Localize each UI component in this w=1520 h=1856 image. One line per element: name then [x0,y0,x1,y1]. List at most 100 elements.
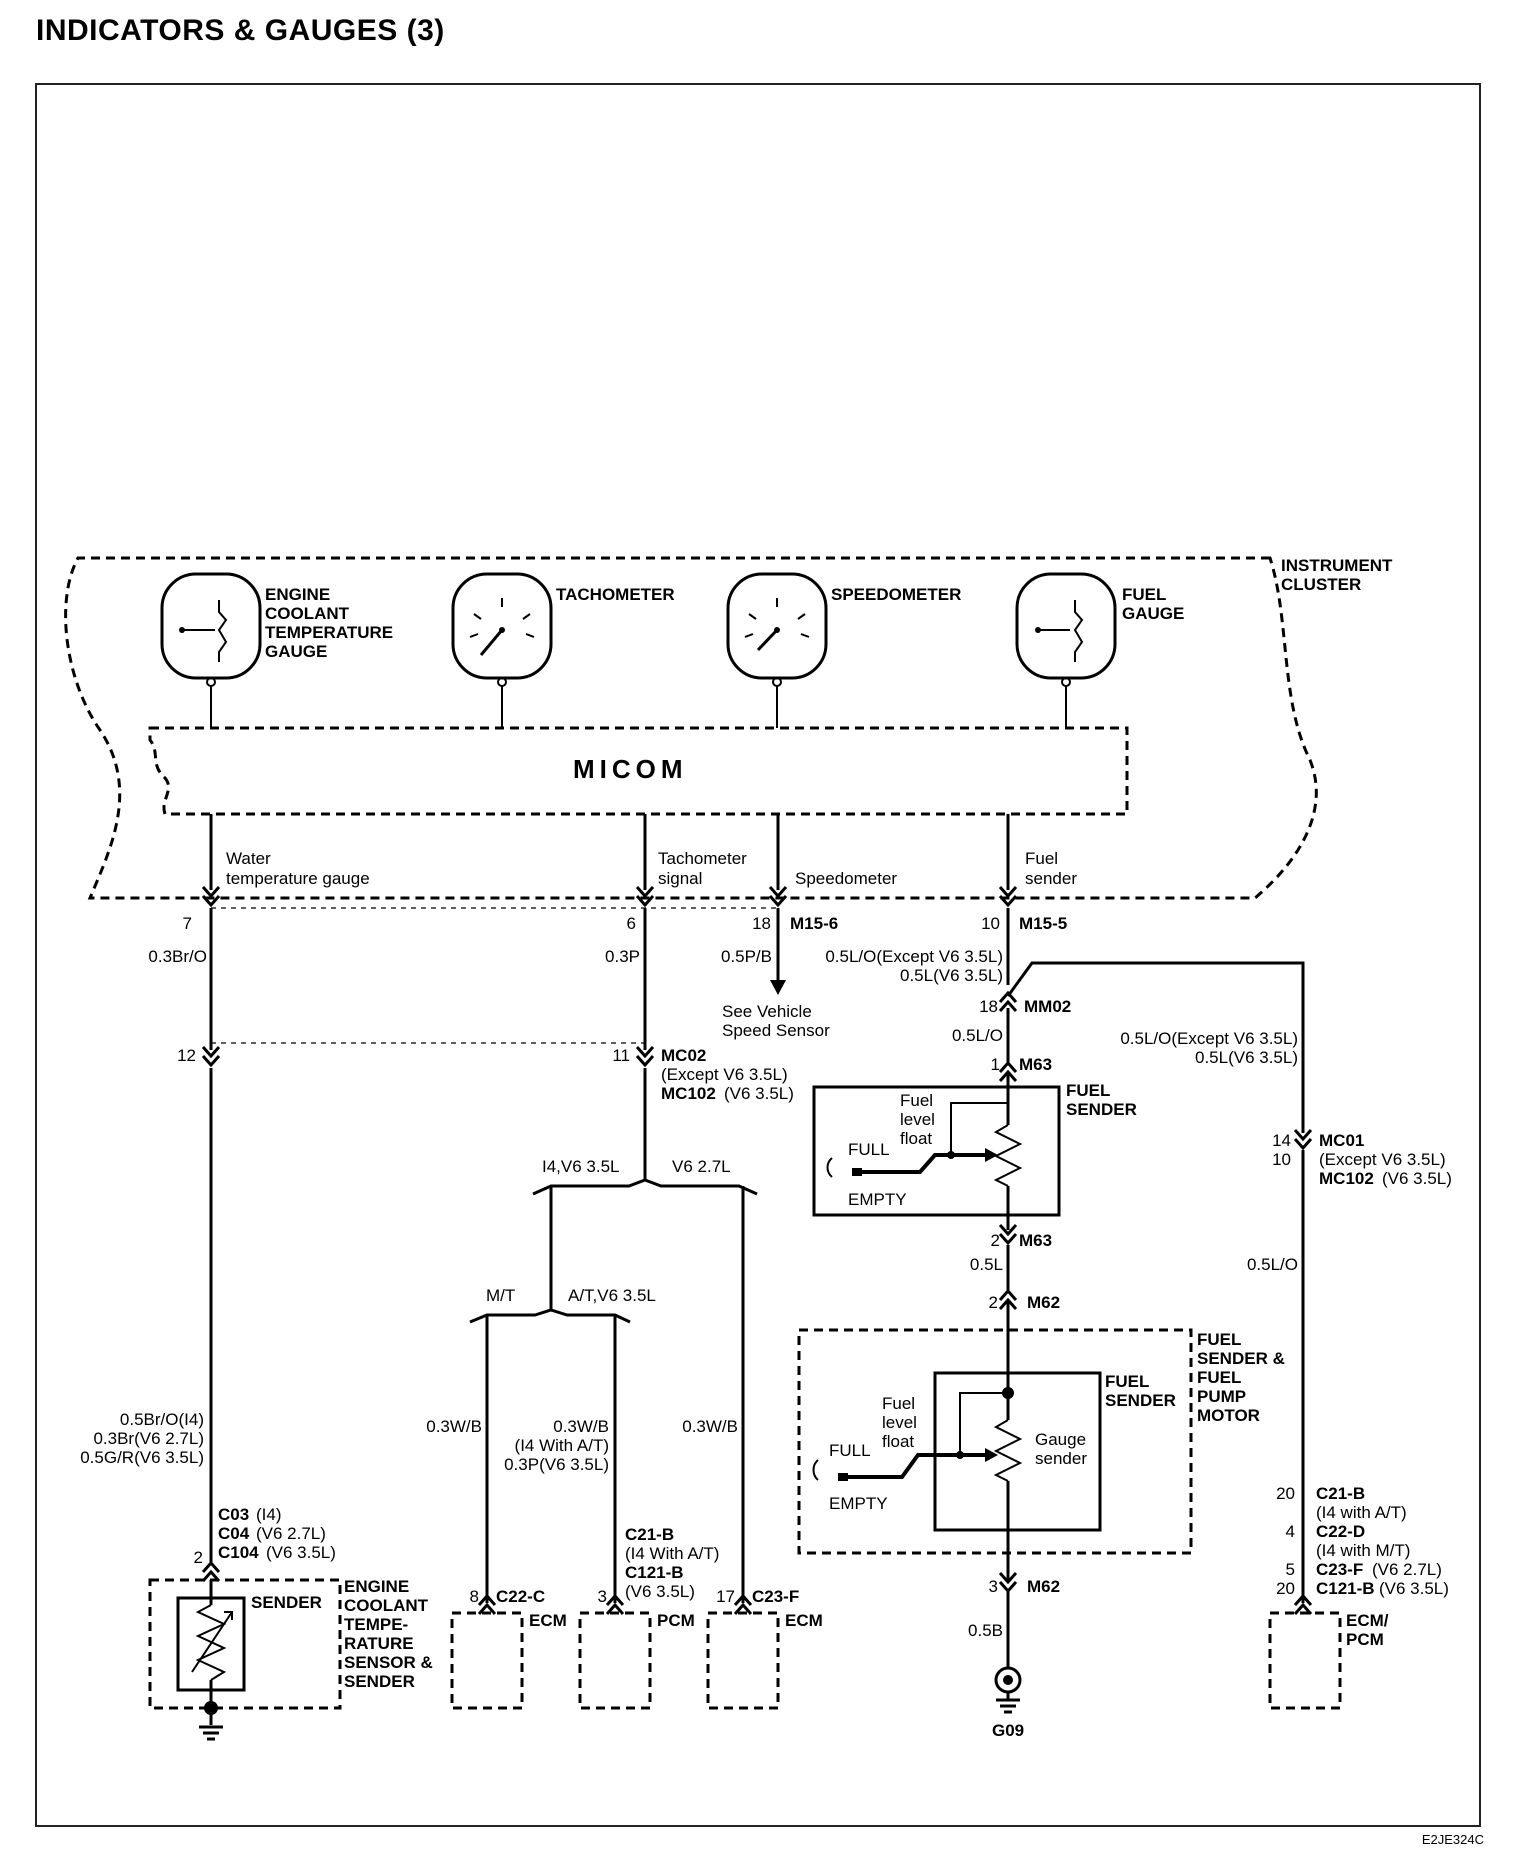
pump-inner-title-2: SENDER [1105,1391,1176,1410]
branch-i4-v6-3-5l: I4,V6 3.5L [542,1157,620,1176]
connector-c03-note: (I4) [256,1505,282,1524]
pcm-label: PCM [657,1611,695,1630]
fuel-empty-label: EMPTY [848,1190,907,1209]
connector-c104: C104 [218,1543,259,1562]
pin-20: 20 [1276,1484,1295,1503]
pump-title-4: PUMP [1197,1387,1246,1406]
fuel-float-label-3: float [900,1129,932,1148]
tachometer-gauge [451,572,553,728]
fuel-sender-title-1: FUEL [1066,1081,1110,1100]
connector-c21-b-right: C21-B [1316,1484,1365,1503]
coolant-sender-title-5: SENSOR & [344,1653,433,1672]
gauge-sender-box [933,1371,1102,1532]
pin-4: 4 [1286,1522,1295,1541]
wire-0-5b: 0.5B [968,1621,1003,1640]
connector-c121-b-right: C121-B [1316,1579,1375,1598]
pin-5: 5 [1286,1560,1295,1579]
pump-title-2: SENDER & [1197,1349,1285,1368]
pump-inner-title-1: FUEL [1105,1372,1149,1391]
ecm-pcm-label-1: ECM/ [1346,1611,1389,1630]
pin-3-m62: 3 [989,1577,998,1596]
wire-0-3w-b-mt: 0.3W/B [426,1417,482,1436]
pin-12: 12 [177,1046,196,1065]
ecm-label-2: ECM [785,1611,823,1630]
pump-full-label: FULL [829,1441,871,1460]
pin-6: 6 [627,914,636,933]
see-vss-1: See Vehicle [722,1002,812,1021]
fuel-gauge [1015,572,1117,728]
pin-1-m63: 1 [991,1055,1000,1074]
coolant-gauge-label-3: TEMPERATURE [265,623,393,642]
fuel-gauge-label-1: FUEL [1122,585,1166,604]
connector-m63-bottom: M63 [1019,1231,1052,1250]
speedometer-label: SPEEDOMETER [831,585,961,604]
pcm-module [578,1611,652,1710]
coolant-gauge-label-2: COOLANT [265,604,350,623]
connector-c04: C04 [218,1524,250,1543]
coolant-sender-title-6: SENDER [344,1672,415,1691]
wire-0-3w-b-v6-2-7: 0.3W/B [682,1417,738,1436]
pin-3-pcm: 3 [598,1587,607,1606]
pump-float-label-1: Fuel [882,1394,915,1413]
wire-0-5p-b: 0.5P/B [721,947,772,966]
speedometer-gauge [726,572,828,728]
connector-c22-d: C22-D [1316,1522,1365,1541]
wire-fuel-top-2: 0.5L(V6 3.5L) [900,966,1003,985]
diagram-frame [35,83,1481,1827]
page-title: INDICATORS & GAUGES (3) [36,14,445,47]
pump-title-5: MOTOR [1197,1406,1260,1425]
wire-0-3w-b-at-note: (I4 With A/T) [515,1436,609,1455]
fuel-float-label-1: Fuel [900,1091,933,1110]
connector-mc01-note: (Except V6 3.5L) [1319,1150,1446,1169]
connector-mc02-note: (Except V6 3.5L) [661,1065,788,1084]
connector-c104-note: (V6 3.5L) [266,1543,336,1562]
ecm-pcm-module [1268,1611,1342,1710]
coolant-sender-title-1: ENGINE [344,1577,409,1596]
connector-c121-b: C121-B [625,1563,684,1582]
fuel-pump-module [797,1328,1193,1555]
wire-right-1: 0.5L/O(Except V6 3.5L) [1120,1029,1298,1048]
wire-fuel-top-1: 0.5L/O(Except V6 3.5L) [825,947,1003,966]
ecm-module [450,1611,524,1710]
pump-float-label-3: float [882,1432,914,1451]
tach-signal-label-2: signal [658,869,702,888]
ecm-module-2 [706,1611,780,1710]
fuel-full-label: FULL [848,1140,890,1159]
micom-label: MICOM [573,754,688,784]
connector-c22-d-note: (I4 with M/T) [1316,1541,1410,1560]
speedo-signal-label: Speedometer [795,869,897,888]
wire-0-5l-o-right: 0.5L/O [1247,1255,1298,1274]
pin-18-mm02: 18 [979,997,998,1016]
wire-0-3br-o: 0.3Br/O [148,947,207,966]
ecm-label: ECM [529,1611,567,1630]
pump-float-label-2: level [882,1413,917,1432]
fuel-gauge-label-2: GAUGE [1122,604,1184,623]
connector-m62-bottom: M62 [1027,1577,1060,1596]
pin-10-mc01: 10 [1272,1150,1291,1169]
connector-mc102-right-note: (V6 3.5L) [1382,1169,1452,1188]
connector-c04-note: (V6 2.7L) [256,1524,326,1543]
instrument-cluster-boundary [64,556,1318,900]
connector-c22-c: C22-C [496,1587,545,1606]
connector-m63-top: M63 [1019,1055,1052,1074]
wire-0-3p-v6: 0.3P(V6 3.5L) [504,1455,609,1474]
fuel-signal-label-1: Fuel [1025,849,1058,868]
wire-coolant-3: 0.5G/R(V6 3.5L) [80,1448,204,1467]
connector-m62-top: M62 [1027,1293,1060,1312]
pin-20-b: 20 [1276,1579,1295,1598]
coolant-temperature-gauge [160,572,262,728]
connector-c121-b-right-note: (V6 3.5L) [1379,1579,1449,1598]
connector-c03: C03 [218,1505,249,1524]
wire-0-5l: 0.5L [970,1255,1003,1274]
pump-title-1: FUEL [1197,1330,1241,1349]
connector-c23-f-right: C23-F [1316,1560,1363,1579]
pin-2-coolant: 2 [194,1548,203,1567]
coolant-sender-label: SENDER [251,1593,322,1612]
see-vss-2: Speed Sensor [722,1021,830,1040]
water-signal-label-2: temperature gauge [226,869,370,888]
reference-code: E2JE324C [1421,1832,1484,1847]
ecm-pcm-label-2: PCM [1346,1630,1384,1649]
pin-8: 8 [470,1587,479,1606]
pin-2-m62: 2 [989,1293,998,1312]
